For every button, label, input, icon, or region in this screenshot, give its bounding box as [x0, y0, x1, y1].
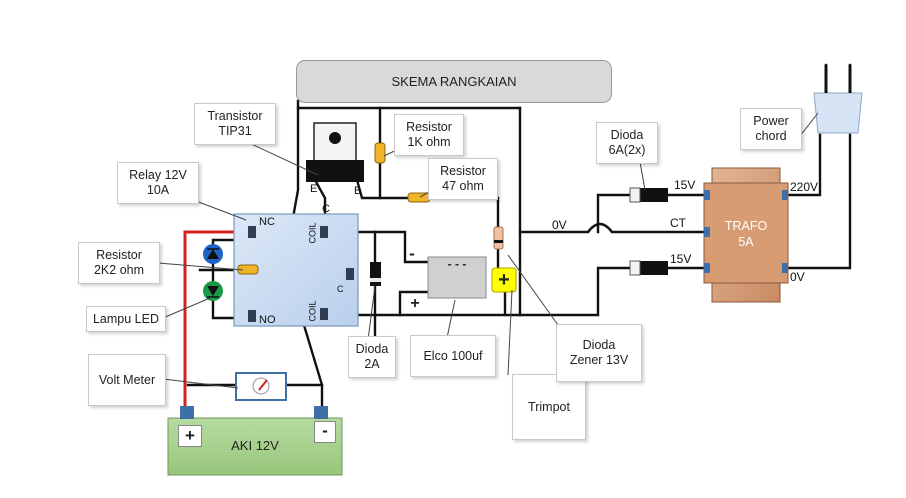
- callout-volt-meter: Volt Meter: [88, 354, 166, 406]
- zener-symbol: [493, 226, 504, 250]
- led-green: [203, 281, 223, 301]
- wire-label-15v-bottom: 15V: [670, 252, 692, 266]
- transistor-pin-e: E: [310, 183, 318, 195]
- relay-label: Relay 12V 10A: [129, 168, 187, 197]
- elco-minus-sign: -: [409, 244, 415, 263]
- wire-label-15v-top: 15V: [674, 178, 696, 192]
- resistor-1k-symbol: [374, 142, 386, 164]
- callout-power-chord: Power chord: [740, 108, 802, 150]
- trimpot-symbol: [491, 267, 517, 293]
- aki-label: AKI 12V: [231, 438, 279, 453]
- wire-label-0v-right: 0V: [790, 270, 805, 284]
- callout-zener: Dioda Zener 13V: [556, 324, 642, 382]
- transistor-label: Transistor TIP31: [207, 109, 263, 138]
- resistor-47-symbol: [407, 192, 431, 203]
- wire-label-0v-mid: 0V: [552, 218, 567, 232]
- wire-label-ct: CT: [670, 216, 686, 230]
- elco-label: Elco 100uf: [423, 348, 483, 363]
- lampu-led-label: Lampu LED: [92, 311, 159, 326]
- callout-dioda-6a: Dioda 6A(2x): [596, 122, 658, 164]
- relay-pin-no: NO: [259, 314, 276, 326]
- callout-dioda-2a: Dioda 2A: [348, 336, 396, 378]
- power-plug: [813, 65, 863, 134]
- relay-pin-coil-top: COIL: [307, 222, 318, 244]
- resistor-1k-label: Resistor 1K ohm: [406, 120, 452, 149]
- trimpot-label: Trimpot: [528, 399, 570, 414]
- elco-symbol: [427, 256, 487, 299]
- callout-resistor-1k: Resistor 1K ohm: [394, 114, 464, 156]
- resistor-47-label: Resistor 47 ohm: [440, 164, 486, 193]
- callout-transistor: Transistor TIP31: [194, 103, 276, 145]
- zener-label: Dioda Zener 13V: [569, 338, 629, 367]
- volt-meter-label: Volt Meter: [98, 372, 156, 387]
- trafo-label: TRAFO 5A: [724, 219, 768, 249]
- led-blue: [203, 244, 223, 264]
- diagram-title: SKEMA RANGKAIAN: [296, 60, 612, 103]
- resistor-2k2-label: Resistor 2K2 ohm: [93, 248, 145, 277]
- dioda-2a-symbol: [370, 262, 381, 286]
- red-positive-wire: [183, 230, 248, 410]
- power-chord-label: Power chord: [753, 114, 789, 143]
- wire-crossover: [587, 222, 613, 233]
- transistor-tip31: [306, 122, 364, 182]
- dioda-2a-label: Dioda 2A: [355, 342, 389, 371]
- callout-resistor-47: Resistor 47 ohm: [428, 158, 498, 200]
- callout-trimpot: Trimpot: [512, 374, 586, 440]
- leader-lines: [157, 112, 819, 389]
- dioda-6a-bottom-symbol: [629, 260, 668, 276]
- aki-minus-sign: -: [314, 421, 336, 443]
- callout-resistor-2k2: Resistor 2K2 ohm: [78, 242, 160, 284]
- trafo-body: [703, 167, 789, 303]
- callout-lampu-led: Lampu LED: [86, 306, 166, 332]
- transistor-pin-b: B: [354, 185, 362, 197]
- elco-plus-sign: +: [410, 295, 420, 312]
- relay-terminals: [248, 226, 354, 322]
- dioda-6a-top-symbol: [629, 187, 668, 203]
- relay-pin-nc: NC: [259, 216, 275, 228]
- callout-relay: Relay 12V 10A: [117, 162, 199, 204]
- volt-meter-symbol: [235, 372, 287, 401]
- transistor-pin-c: C: [322, 203, 330, 215]
- wire-label-220v: 220V: [790, 180, 819, 194]
- relay-pin-c: C: [337, 284, 344, 294]
- callout-elco: Elco 100uf: [410, 335, 496, 377]
- elco-body-marking: - - -: [447, 257, 467, 271]
- relay-pin-coil-bottom: COIL: [307, 300, 318, 322]
- aki-plus-sign: +: [178, 425, 202, 447]
- dioda-6a-label: Dioda 6A(2x): [608, 128, 646, 157]
- trimpot-plus-sign: +: [498, 269, 510, 291]
